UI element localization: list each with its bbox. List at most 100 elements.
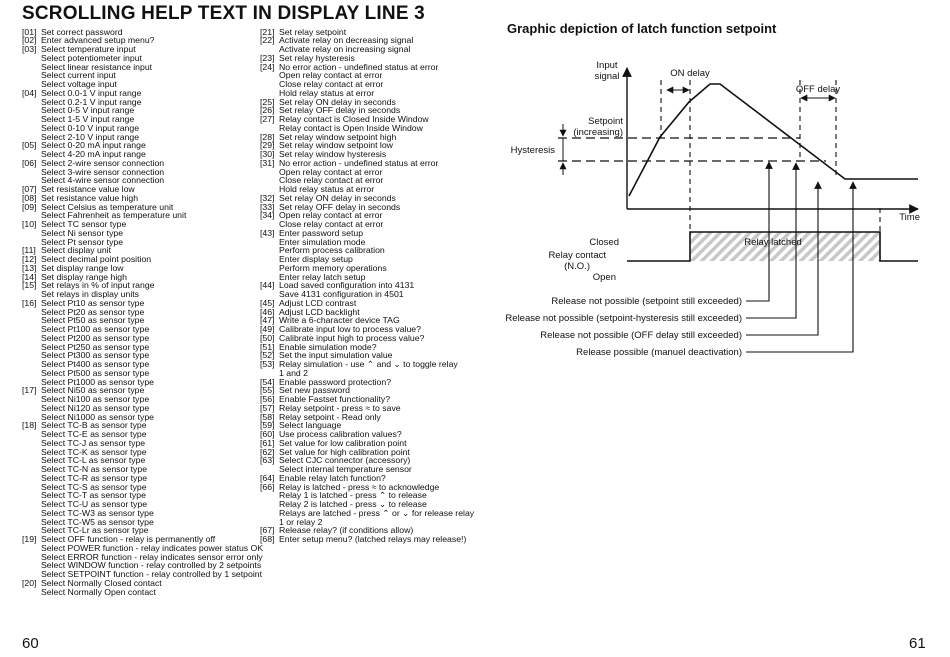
help-text: Select TC-U as sensor type bbox=[41, 499, 148, 509]
help-line: Select Pt250 as sensor type bbox=[22, 342, 263, 352]
help-code: [19] bbox=[22, 534, 37, 544]
help-code: [05] bbox=[22, 140, 37, 151]
help-line: [25]Set relay ON delay in seconds bbox=[260, 97, 474, 107]
help-text: Relay setpoint - press ≈ to save bbox=[279, 402, 401, 413]
help-text: Select WINDOW function - relay controlle… bbox=[41, 560, 262, 571]
help-line: [16]Select Pt10 as sensor type bbox=[22, 298, 263, 308]
help-text: Relay setpoint - Read only bbox=[279, 411, 381, 422]
help-line: 1 and 2 bbox=[260, 368, 474, 378]
help-line: [51]Enable simulation mode? bbox=[260, 342, 474, 352]
help-text: Select TC-N as sensor type bbox=[41, 464, 148, 474]
help-line: [47]Write a 6-character device TAG bbox=[260, 316, 474, 325]
help-text: Close relay contact at error bbox=[279, 175, 384, 186]
help-code: [57] bbox=[260, 402, 275, 413]
help-text: Set display range high bbox=[41, 271, 127, 282]
help-line: Select linear resistance input bbox=[22, 62, 263, 72]
help-line: [68]Enter setup menu? (latched relays ma… bbox=[260, 535, 474, 544]
help-line: Close relay contact at error bbox=[260, 80, 474, 89]
help-code: [55] bbox=[260, 385, 275, 396]
release-line-1 bbox=[746, 161, 773, 302]
help-code bbox=[22, 483, 41, 492]
help-line: [13]Set display range low bbox=[22, 262, 263, 273]
help-code: [66] bbox=[260, 481, 275, 492]
help-text-list-right: [21]Set relay setpoint[22]Activate relay… bbox=[260, 27, 474, 544]
help-code: [43] bbox=[260, 227, 275, 238]
help-line: [46]Adjust LCD backlight bbox=[260, 307, 474, 317]
help-text: Perform memory operations bbox=[279, 262, 387, 273]
release-note-2: Release not possible (setpoint-hysteresi… bbox=[505, 313, 742, 324]
help-code bbox=[260, 509, 279, 518]
help-code bbox=[22, 561, 41, 570]
help-text: Select TC-L as sensor type bbox=[41, 455, 146, 466]
help-line: [12]Select decimal point position bbox=[22, 255, 263, 264]
help-code bbox=[22, 71, 41, 80]
help-text: Set relays in % of input range bbox=[41, 280, 155, 291]
help-code bbox=[22, 439, 41, 448]
help-code: [22] bbox=[260, 35, 275, 46]
help-line: Select 0-5 V input range bbox=[22, 106, 263, 115]
help-line: [05]Select 0-20 mA input range bbox=[22, 141, 263, 150]
help-line: Select POWER function - relay indicates … bbox=[22, 543, 263, 553]
help-text: Calibrate input high to process value? bbox=[279, 332, 425, 343]
help-text: Calibrate input low to process value? bbox=[279, 324, 421, 334]
help-text: Select 0.0-1 V input range bbox=[41, 87, 142, 98]
help-code: [13] bbox=[22, 262, 37, 273]
help-code bbox=[22, 54, 41, 63]
help-line: Select WINDOW function - relay controlle… bbox=[22, 561, 263, 570]
help-text: Select Pt1000 as sensor type bbox=[41, 376, 155, 387]
help-text: Select Normally Closed contact bbox=[41, 577, 162, 588]
help-line: [27]Relay contact is Closed Inside Windo… bbox=[260, 115, 474, 124]
relay-contact-waveform bbox=[627, 231, 918, 262]
help-text: Select SETPOINT function - relay control… bbox=[41, 569, 262, 579]
help-line: [64]Enable relay latch function? bbox=[260, 473, 474, 483]
help-text: Activate relay on decreasing signal bbox=[279, 35, 414, 46]
help-text: Select Ni120 as sensor type bbox=[41, 402, 150, 413]
help-line: Select TC-L as sensor type bbox=[22, 456, 263, 465]
release-note-1: Release not possible (setpoint still exc… bbox=[551, 296, 742, 307]
help-line: Enter simulation mode bbox=[260, 237, 474, 247]
help-line: [56]Enable Fastset functionality? bbox=[260, 395, 474, 404]
help-text: Hold relay status at error bbox=[279, 87, 375, 98]
help-text: Set the input simulation value bbox=[279, 350, 393, 361]
help-text: Set value for low calibration point bbox=[279, 437, 407, 448]
help-text: Select Ni1000 as sensor type bbox=[41, 411, 155, 422]
help-code bbox=[22, 325, 41, 334]
help-text: Select current input bbox=[41, 70, 116, 81]
label-no: (N.O.) bbox=[564, 261, 590, 272]
help-text: Set relay OFF delay in seconds bbox=[279, 105, 401, 116]
help-text: Enter display setup bbox=[279, 254, 353, 264]
help-line: Close relay contact at error bbox=[260, 176, 474, 185]
help-line: Relay contact is Open Inside Window bbox=[260, 123, 474, 133]
help-line: [24]No error action - undefined status a… bbox=[260, 62, 474, 72]
help-text: Select display unit bbox=[41, 245, 112, 256]
help-line: [06] Select 2-wire sensor connection bbox=[22, 157, 263, 168]
help-code: [06] bbox=[22, 157, 37, 168]
label-off-delay: OFF delay bbox=[796, 84, 841, 95]
help-code: [10] bbox=[22, 219, 37, 229]
help-text: Enter password setup bbox=[279, 227, 364, 238]
help-text: Select 2-wire sensor connection bbox=[41, 157, 165, 168]
help-line: Set relays in display units bbox=[22, 290, 263, 299]
help-text: Set relay OFF delay in seconds bbox=[279, 201, 401, 212]
help-code bbox=[22, 448, 41, 457]
help-text: Select TC-T as sensor type bbox=[41, 490, 146, 501]
help-text: Select 0-5 V input range bbox=[41, 105, 135, 116]
help-line: Save 4131 configuration in 4501 bbox=[260, 290, 474, 299]
help-code bbox=[22, 98, 41, 107]
help-line: [11]Select display unit bbox=[22, 246, 263, 255]
help-code: [34] bbox=[260, 210, 275, 221]
help-code: [27] bbox=[260, 114, 275, 124]
help-text: Select Ni sensor type bbox=[41, 227, 124, 238]
help-line: [31]No error action - undefined status a… bbox=[260, 158, 474, 168]
help-line: [60]Use process calibration values? bbox=[260, 430, 474, 439]
help-line: [29]Set relay window setpoint low bbox=[260, 141, 474, 150]
help-line: [22] Activate relay on decreasing signal bbox=[260, 36, 474, 45]
release-line-2 bbox=[746, 162, 800, 319]
help-line: Select Ni100 as sensor type bbox=[22, 395, 263, 404]
help-line: Select current input bbox=[22, 71, 263, 80]
help-line: Select Ni1000 as sensor type bbox=[22, 411, 263, 422]
help-text: Enter relay latch setup bbox=[279, 271, 366, 282]
help-text: Enable password protection? bbox=[279, 376, 392, 387]
help-line: [19]Select OFF function - relay is perma… bbox=[22, 535, 263, 544]
help-code bbox=[22, 553, 41, 562]
